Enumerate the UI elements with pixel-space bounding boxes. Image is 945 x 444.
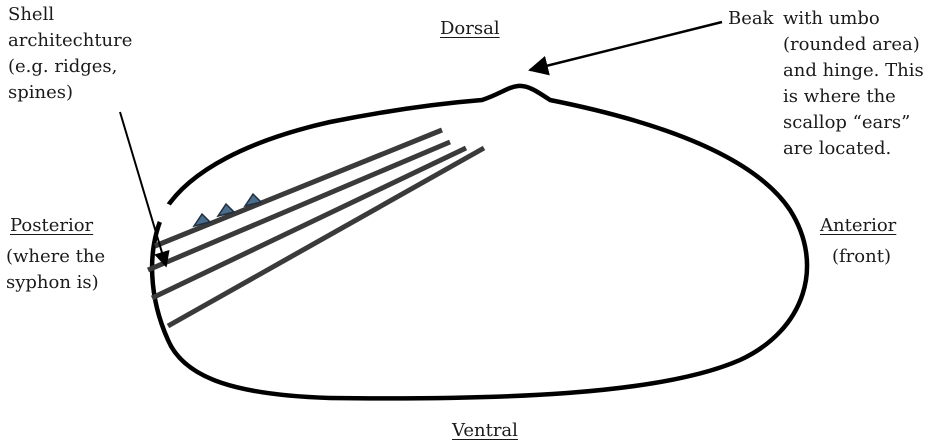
posterior-note-label: (where the syphon is): [6, 244, 105, 296]
shell-architecture-label: Shell architechture (e.g. ridges, spines…: [8, 2, 132, 106]
shell-outline: [152, 86, 807, 398]
anterior-note-label: (front): [832, 244, 891, 270]
beak-note-label: with umbo (rounded area) and hinge. This…: [783, 6, 924, 162]
shell-notch: [160, 204, 168, 222]
ventral-label: Ventral: [452, 418, 518, 444]
shell-architecture-arrow: [120, 112, 166, 266]
posterior-label: Posterior: [10, 213, 93, 239]
anterior-label: Anterior: [820, 213, 896, 239]
beak-label: Beak: [728, 6, 774, 32]
beak-arrow: [530, 22, 722, 70]
dorsal-label: Dorsal: [440, 16, 500, 42]
